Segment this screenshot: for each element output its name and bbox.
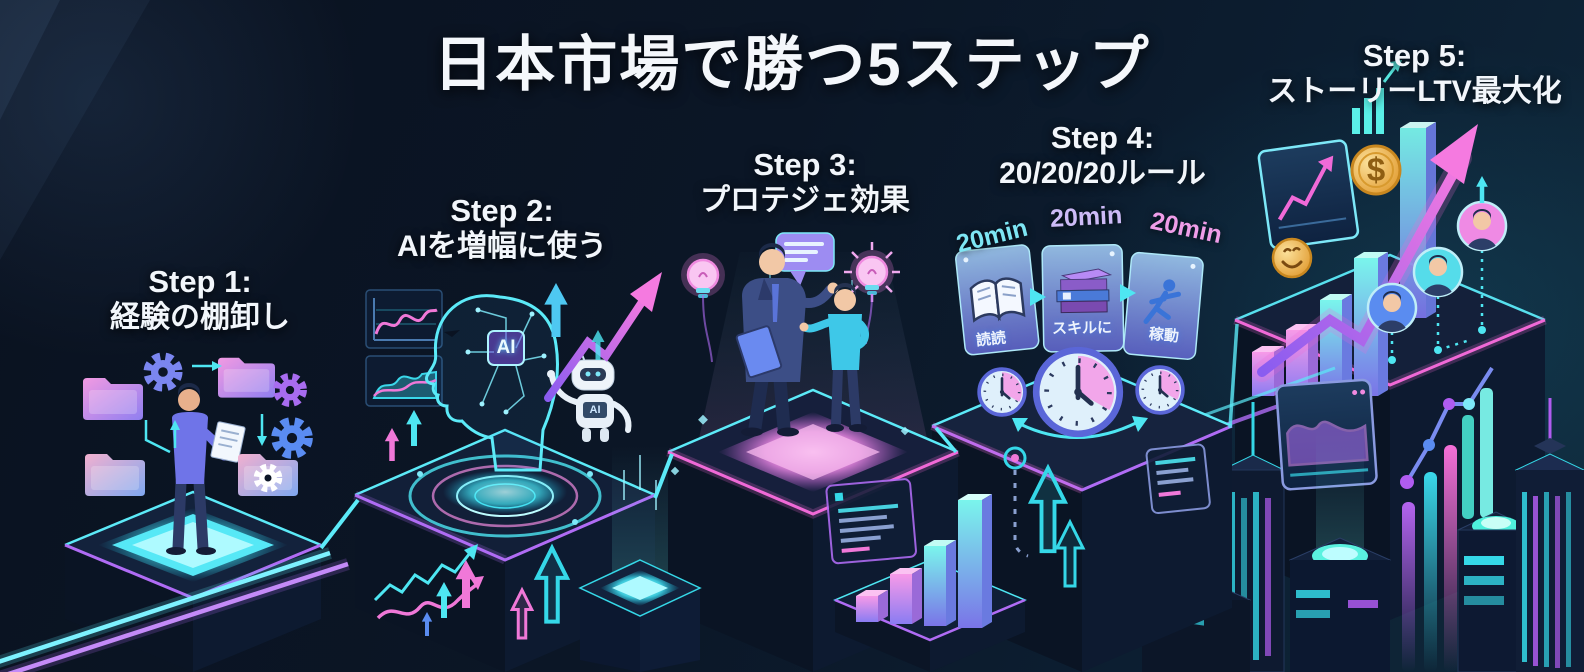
avatar [1368,284,1416,334]
gear-icon [277,423,307,453]
glow-cube-pedestal [578,445,702,672]
corner-light-beams [0,0,150,260]
ai-chip-label: AI [496,337,516,358]
neon-road [0,323,1239,672]
step-5-label: Step 5: ストーリーLTV最大化 [1252,37,1577,110]
step-2-label: Step 2: AIを増幅に使う [347,192,657,265]
main-title: 日本市場で勝つ5ステップ [433,31,1151,98]
mentee-figure [799,283,869,432]
chart-panel-icon [1257,139,1360,250]
step-1-label: Step 1: 経験の棚卸し [40,263,360,336]
city-skyline [1084,366,1584,672]
open-book-icon [969,277,1026,323]
step-1-title: 経験の棚卸し [110,301,290,335]
robot-chest-label: AI [589,404,601,416]
robot-assistant [547,348,632,442]
card-arrow-icon [1120,284,1136,302]
step-3-label: Step 3: プロテジェ効果 [650,146,960,219]
gradient-bars [1402,388,1493,672]
avatar [1458,202,1506,252]
glow-pedestal-city [1288,430,1392,672]
lightbulb-icon [679,251,727,300]
card-duration-label: 20min [1049,201,1123,233]
folder-icon [85,454,145,496]
customer-avatars [1368,176,1506,364]
mini-line-chart [365,289,443,349]
dollar-symbol: $ [1366,151,1386,188]
folder-icon [218,357,275,398]
ai-head-illustration [425,294,559,472]
bar-chart-platform [833,494,1027,672]
step-5-title: ストーリーLTV最大化 [1267,75,1562,109]
step-4-label: Step 4: 20/20/20ルール [945,119,1260,192]
growth-arrow [1252,124,1478,382]
tower-right [1514,398,1584,672]
book-stack-icon [1056,268,1113,314]
routine-card [1123,251,1204,360]
ai-chip [487,330,525,366]
clock-icon [1036,350,1120,434]
cycle-arrow [1019,420,1139,439]
step-4-number: Step 4: [1050,120,1155,155]
clock-icon [1135,365,1185,415]
text-panel [825,478,917,565]
hologram-base-glow [443,470,567,514]
mentor-figure [735,243,839,437]
up-arrow-icon [406,410,422,446]
step-3-number: Step 3: [753,147,857,182]
dot-line-chart [1400,366,1494,489]
dollar-coin-icon [1350,144,1402,196]
step-5-number: Step 5: [1362,38,1467,73]
card-caption: スキルに [1051,319,1113,338]
step-2-number: Step 2: [450,193,554,228]
text-panel [1145,443,1211,515]
avatar [1414,248,1462,298]
routine-card [955,244,1040,356]
step-2-title: AIを増幅に使う [397,230,607,264]
mini-area-chart [365,355,443,407]
step-4-title: 20/20/20ルール [999,157,1206,191]
up-arrow-icon [384,428,400,461]
smiley-coin-icon [1271,237,1313,279]
card-arrow-icon [1030,288,1046,306]
routine-card [1041,243,1125,353]
folder-icon [83,378,143,420]
step-3-title: プロテジェ効果 [700,184,910,218]
gear-icon [149,358,178,387]
person-figure [166,383,246,555]
clock-icon [977,367,1027,417]
up-arrow-icon [1476,176,1488,203]
folder-gear-icon [238,454,298,496]
step1-platform [64,357,322,672]
milestone-dot-line [1003,446,1029,558]
step-1-number: Step 1: [148,264,252,299]
gear-icon [278,378,303,403]
running-person-icon [1143,279,1181,324]
flow-arrows [144,361,267,454]
mid-bottom-props [373,445,1085,672]
